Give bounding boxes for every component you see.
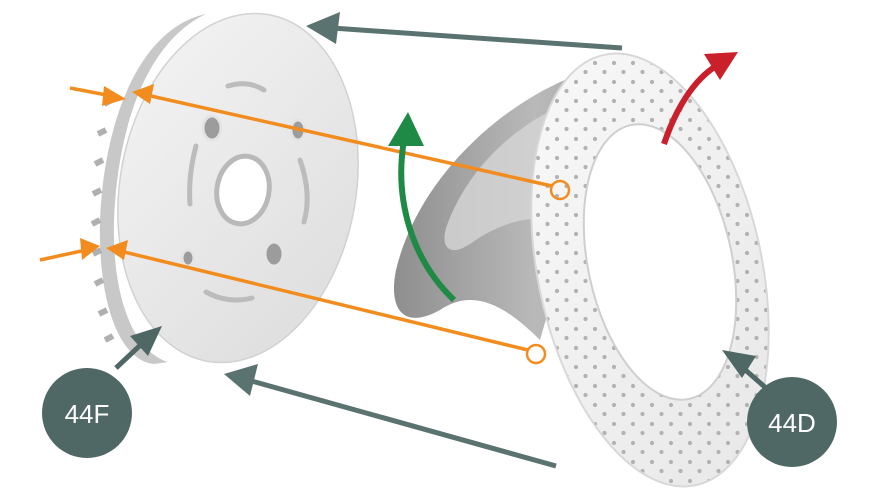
red-rotation-arrow (661, 52, 738, 145)
green-rotation-arrow (388, 112, 457, 303)
rotor-inner-rim (582, 123, 738, 401)
part-badge-44f: 44F (42, 326, 162, 458)
alignment-lines (39, 84, 571, 365)
top-assembly-arrowhead (306, 12, 340, 44)
badge-44d-label: 44D (768, 408, 816, 438)
disc-hat-slots (187, 81, 310, 303)
badge-44d-circle (747, 377, 837, 467)
disc-hat-edge (99, 14, 206, 364)
lower-alignment-arrowhead (106, 240, 128, 260)
badge-44f-label: 44F (65, 399, 110, 429)
lower-thickness-arrow (39, 248, 87, 262)
bottom-assembly-arrowhead (224, 364, 258, 396)
assembly-arrows (224, 12, 623, 469)
lower-thickness-arrowhead (80, 238, 100, 260)
badge-44f-circle (42, 368, 132, 458)
upper-alignment-marker (549, 179, 571, 201)
top-assembly-arrow (331, 25, 623, 51)
lower-alignment-marker (525, 343, 547, 365)
upper-thickness-arrowhead (102, 86, 126, 106)
perforated-rotor-part (393, 30, 800, 492)
lower-alignment-line (115, 248, 529, 352)
part-badge-44d: 44D (722, 350, 837, 467)
upper-alignment-line (141, 92, 553, 188)
disc-hat-part (90, 12, 359, 364)
rotor-outer-rim (530, 52, 770, 488)
disc-hat-center-bore (214, 153, 272, 227)
bottom-assembly-arrow (247, 377, 557, 469)
upper-alignment-arrowhead (132, 84, 154, 104)
